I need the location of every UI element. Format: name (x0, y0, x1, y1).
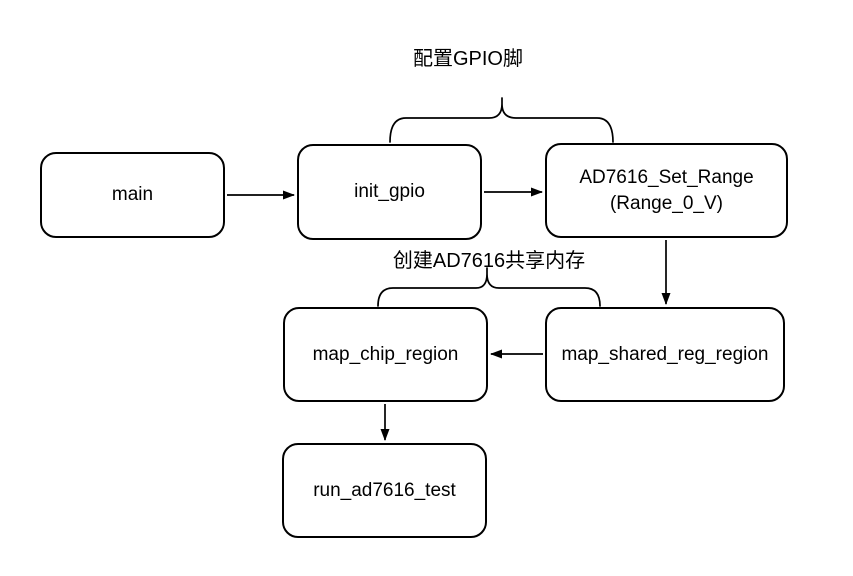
node-map-chip-region: map_chip_region (283, 307, 488, 402)
node-init-gpio-label: init_gpio (354, 181, 425, 202)
node-map-shared-reg-region-label: map_shared_reg_region (561, 343, 769, 365)
node-main: main (40, 152, 225, 238)
node-ad7616-set-range-sublabel: (Range_0_V) (609, 192, 724, 214)
node-ad7616-set-range: AD7616_Set_Range (Range_0_V) (545, 143, 788, 238)
annotation-configure-gpio: 配置GPIO脚 (412, 48, 523, 70)
node-ad7616-set-range-label: AD7616_Set_Range (579, 166, 754, 188)
node-run-ad7616-test-label: run_ad7616_test (313, 479, 456, 501)
node-map-shared-reg-region: map_shared_reg_region (545, 307, 785, 402)
node-main-label: main (111, 184, 154, 205)
brace-shared-mem (377, 267, 601, 307)
annotation-create-shared-memory: 创建AD7616共享内存 (392, 250, 586, 272)
node-map-chip-region-label: map_chip_region (312, 343, 459, 365)
brace-gpio (389, 97, 614, 143)
node-init-gpio: init_gpio (297, 144, 482, 240)
node-run-ad7616-test: run_ad7616_test (282, 443, 487, 538)
